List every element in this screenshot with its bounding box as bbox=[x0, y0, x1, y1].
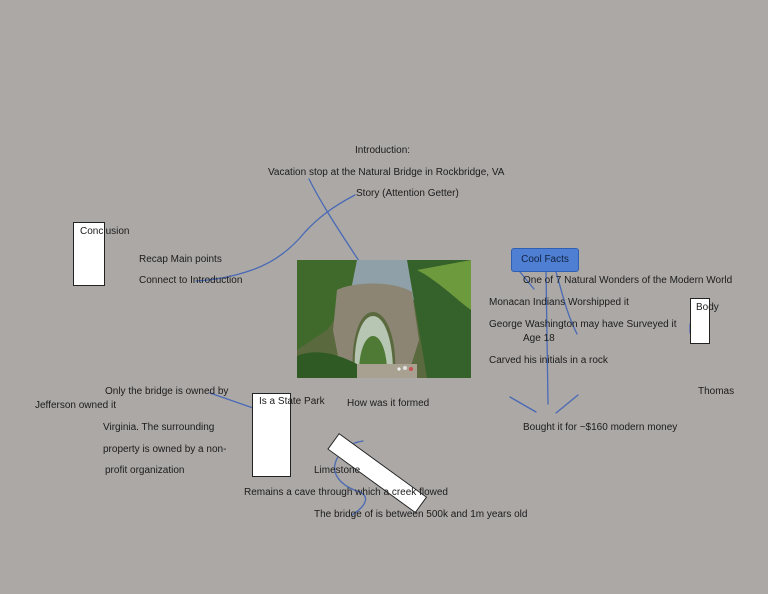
profit-organization-text: profit organization bbox=[105, 465, 185, 476]
jefferson-owned-it-text: Jefferson owned it bbox=[35, 400, 116, 411]
ink-line-cool-facts-diagonal bbox=[555, 271, 578, 335]
ink-line-monacan-branch bbox=[519, 271, 535, 290]
state-park-box bbox=[252, 393, 291, 477]
bridge-age-text: The bridge of is between 500k and 1m yea… bbox=[314, 509, 528, 520]
ink-arrow-left-stroke bbox=[509, 396, 537, 413]
body-label: Body bbox=[696, 302, 719, 313]
recap-main-points-text: Recap Main points bbox=[139, 254, 222, 265]
state-park-label: Is a State Park bbox=[259, 396, 325, 407]
vacation-stop-text: Vacation stop at the Natural Bridge in R… bbox=[268, 167, 505, 178]
property-owned-text: property is owned by a non- bbox=[103, 444, 227, 455]
story-attention-getter-text: Story (Attention Getter) bbox=[356, 188, 459, 199]
limestone-text: Limestone bbox=[314, 465, 361, 476]
introduction-heading: Introduction: bbox=[355, 145, 411, 156]
monacan-indians-text: Monacan Indians Worshipped it bbox=[489, 297, 629, 308]
carved-initials-text: Carved his initials in a rock bbox=[489, 355, 608, 366]
george-washington-text: George Washington may have Surveyed it bbox=[489, 319, 677, 330]
only-bridge-owned-text: Only the bridge is owned by bbox=[105, 386, 229, 397]
thomas-text: Thomas bbox=[698, 386, 735, 397]
bought-it-text: Bought it for ~$160 modern money bbox=[523, 422, 678, 433]
virginia-surrounding-text: Virginia. The surrounding bbox=[103, 422, 215, 433]
ink-curve-story-to-conclusion bbox=[195, 194, 356, 282]
natural-bridge-photo bbox=[297, 260, 471, 378]
conclusion-box bbox=[73, 222, 105, 286]
ink-arrow-right-stroke bbox=[555, 394, 579, 414]
body-box bbox=[690, 298, 710, 344]
remains-cave-text: Remains a cave through which a creek flo… bbox=[244, 487, 448, 498]
ink-line-intro-to-photo bbox=[308, 178, 360, 262]
natural-wonders-text: One of 7 Natural Wonders of the Modern W… bbox=[523, 275, 733, 286]
how-was-it-formed-text: How was it formed bbox=[347, 398, 430, 409]
age-18-text: Age 18 bbox=[523, 333, 555, 344]
cool-facts-node: Cool Facts bbox=[511, 248, 579, 272]
connect-to-introduction-text: Connect to Introduction bbox=[139, 275, 243, 286]
ink-line-jefferson-to-park bbox=[209, 392, 257, 410]
ink-line-cool-facts-vertical bbox=[545, 269, 549, 405]
conclusion-label: Conclusion bbox=[80, 226, 130, 237]
